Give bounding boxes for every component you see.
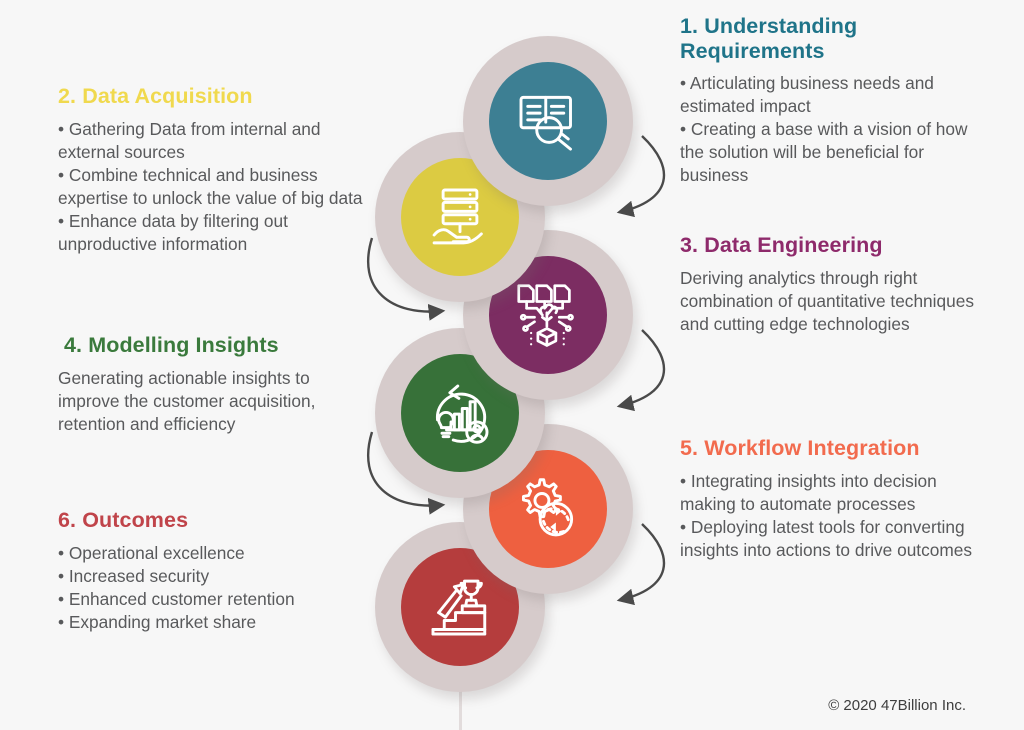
section-modelling-insights: 4. Modelling Insights Generating actiona… — [58, 333, 370, 436]
documents-brain-network-icon — [512, 279, 584, 351]
section-understanding-requirements: 1. Understanding Requirements • Articula… — [680, 14, 980, 187]
step-node-data-engineering — [463, 230, 633, 400]
trophy-podium-icon — [424, 571, 496, 643]
section-body: • Articulating business needs and estima… — [680, 73, 968, 185]
section-body: • Integrating insights into decision mak… — [680, 470, 973, 560]
section-body: • Gathering Data from internal and exter… — [58, 118, 363, 254]
analytics-cycle-icon — [424, 377, 496, 449]
section-title: 2. Data Acquisition — [58, 84, 253, 108]
chain-tail — [459, 686, 462, 730]
section-title: 4. Modelling Insights — [64, 333, 279, 357]
section-title: 1. Understanding Requirements — [680, 14, 858, 63]
section-title: 5. Workflow Integration — [680, 436, 920, 460]
step-node-understanding-requirements — [463, 36, 633, 206]
section-data-acquisition: 2. Data Acquisition • Gathering Data fro… — [58, 84, 370, 256]
copyright-footer: © 2020 47Billion Inc. — [828, 697, 966, 714]
database-in-hand-icon — [424, 181, 496, 253]
gear-refresh-icon — [512, 473, 584, 545]
section-body: • Operational excellence • Increased sec… — [58, 542, 295, 632]
section-outcomes: 6. Outcomes • Operational excellence • I… — [58, 508, 370, 634]
section-body: Deriving analytics through right combina… — [680, 267, 974, 334]
section-workflow-integration: 5. Workflow Integration • Integrating in… — [680, 436, 980, 562]
section-title: 3. Data Engineering — [680, 233, 883, 257]
document-search-icon — [512, 85, 584, 157]
process-chain — [360, 0, 660, 730]
section-body: Generating actionable insights to improv… — [58, 367, 316, 434]
node-disc — [489, 62, 607, 180]
section-data-engineering: 3. Data Engineering Deriving analytics t… — [680, 233, 980, 336]
section-title: 6. Outcomes — [58, 508, 189, 532]
